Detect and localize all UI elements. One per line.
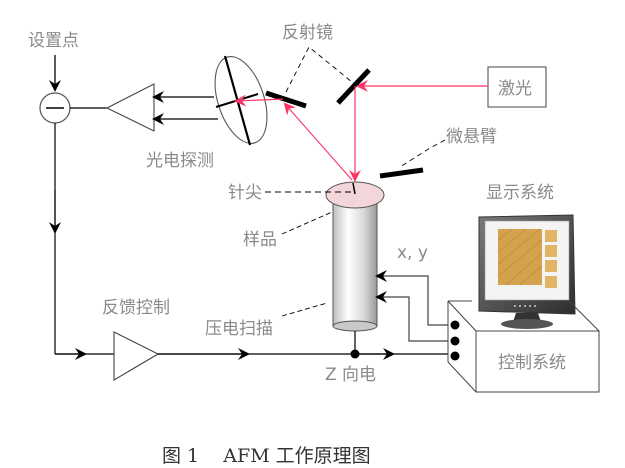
- sample-label: 样品: [243, 230, 277, 250]
- laser-beam-4: [234, 94, 284, 107]
- laser-label: 激光: [498, 79, 532, 99]
- scan-image: [498, 229, 542, 285]
- feedback-amplifier: [113, 331, 160, 381]
- cantilever: [379, 167, 424, 179]
- mirror-leader: [285, 46, 353, 93]
- display-system-label: 显示系统: [486, 183, 554, 203]
- port-x: [450, 320, 460, 330]
- x-control-line: [375, 270, 448, 326]
- port-z: [450, 351, 460, 361]
- tip-label: 针尖: [228, 183, 262, 203]
- piezo-leader: [281, 302, 328, 317]
- feedback-control-label: 反馈控制: [102, 298, 170, 318]
- comparator: [39, 92, 71, 124]
- setpoint-label: 设置点: [28, 31, 79, 51]
- monitor: [478, 214, 576, 329]
- laser-beam-3: [283, 102, 353, 181]
- y-control-line: [375, 291, 448, 342]
- cantilever-leader: [399, 139, 446, 168]
- control-system-label: 控制系统: [498, 353, 566, 373]
- z-junction: [350, 349, 360, 359]
- piezo-scanner-label: 压电扫描: [205, 319, 273, 339]
- detector-amplifier: [105, 83, 155, 132]
- tip: [352, 182, 356, 195]
- mirror-1: [265, 90, 307, 109]
- piezo-scanner: [332, 198, 378, 332]
- sample-leader: [281, 211, 333, 235]
- xy-label: x, y: [397, 243, 428, 263]
- figure-caption: 图 1 AFM 工作原理图: [162, 445, 371, 467]
- port-y: [450, 336, 460, 346]
- photodetector-label: 光电探测: [146, 151, 214, 171]
- sample: [325, 181, 385, 209]
- cantilever-label: 微悬臂: [446, 127, 497, 147]
- mirror-2: [336, 68, 371, 105]
- mirror-label: 反射镜: [282, 23, 333, 43]
- control-system: 控制系统: [447, 300, 600, 393]
- laser-source: 激光: [487, 66, 547, 108]
- z-direction-label: Z 向电: [325, 365, 376, 385]
